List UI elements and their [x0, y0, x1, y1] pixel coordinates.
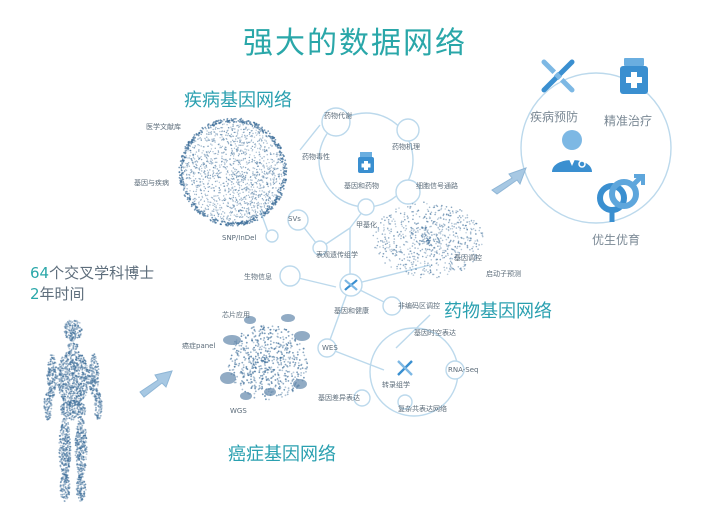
outcome-eugenics: 优生优育 [592, 233, 641, 247]
label-diff-expression: 基因差异表达 [318, 394, 360, 402]
dna-icon [339, 273, 363, 297]
disease-network-heading: 疾病基因网络 [184, 90, 292, 111]
label-drug-mechanism: 药物机理 [392, 143, 420, 151]
arrow-to-outcomes [491, 167, 527, 195]
label-coexpression: 复杂共表达网络 [398, 405, 447, 413]
stat-line-2-text: 年时间 [39, 285, 85, 303]
human-figure-icon [43, 319, 103, 503]
label-rnaseq: RNA-Seq [448, 366, 479, 374]
medicine-bottle-icon [358, 152, 374, 173]
stat-line-1: 64个交叉学科博士 [30, 262, 154, 283]
medicine-bottle-icon [620, 58, 648, 94]
label-transcriptome: 转录组学 [382, 381, 410, 389]
label-snp-indel: SNP/InDel [222, 234, 257, 242]
label-chip: 芯片应用 [222, 311, 250, 319]
label-epigenetics: 表观遗传组学 [316, 251, 358, 259]
label-spatiotemporal: 基因时空表达 [414, 329, 456, 337]
label-drug-metabolism: 药物代谢 [324, 112, 352, 120]
label-bio-info: 生物信息 [244, 273, 272, 281]
outcome-treatment: 精准治疗 [604, 114, 653, 128]
disease-network-sphere [178, 117, 288, 227]
cancer-network-cluster [220, 314, 310, 401]
stat-line-2-number: 2 [30, 285, 40, 303]
label-medical-literature: 医学文献库 [146, 123, 181, 131]
dna-icon [397, 360, 413, 376]
outcome-circle [520, 72, 672, 224]
label-gene-health: 基因和健康 [334, 307, 369, 315]
gender-icon [597, 174, 645, 222]
label-drug-toxicity: 药物毒性 [302, 153, 330, 161]
label-gene-disease: 基因与疾病 [134, 179, 169, 187]
label-svs: SVs [288, 215, 301, 223]
label-cancer-panel: 癌症panel [182, 342, 216, 350]
dna-icon [541, 59, 575, 93]
stat-line-1-text: 个交叉学科博士 [49, 264, 155, 282]
label-noncoding: 非编码区调控 [398, 302, 440, 310]
outcome-prevention: 疾病预防 [530, 110, 579, 124]
label-wes: WES [322, 344, 338, 352]
label-wgs: WGS [230, 407, 247, 415]
stat-line-2: 2年时间 [30, 283, 85, 304]
cancer-network-heading: 癌症基因网络 [228, 444, 336, 465]
page-title: 强大的数据网络 [243, 26, 467, 61]
label-gene-regulation: 基因调控 [454, 254, 482, 262]
arrow-from-figure [139, 370, 173, 398]
label-gene-drug: 基因和药物 [344, 182, 379, 190]
label-onset-prediction: 启动子预测 [486, 270, 521, 278]
label-methylation: 甲基化 [356, 221, 377, 229]
drug-network-cloud [372, 201, 484, 279]
label-cell-signal: 细胞信号通路 [416, 182, 458, 190]
stat-line-1-number: 64 [30, 264, 50, 282]
drug-network-heading: 药物基因网络 [444, 301, 552, 322]
doctor-icon [552, 130, 592, 172]
